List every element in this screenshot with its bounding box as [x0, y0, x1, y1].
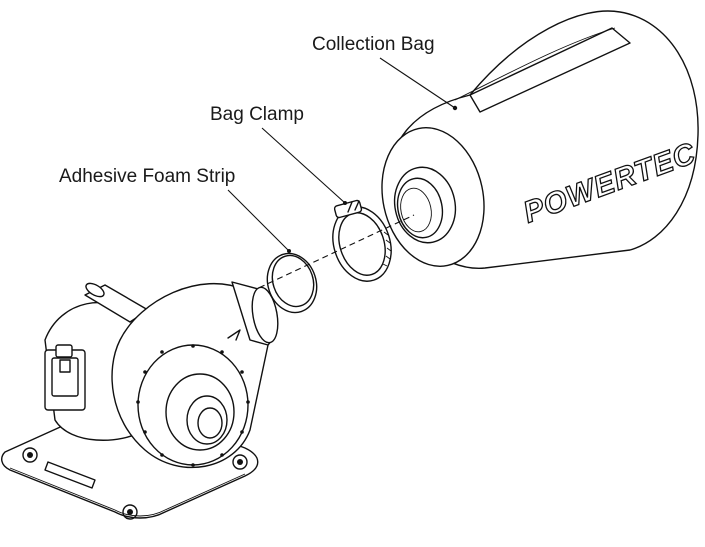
bag-clamp	[332, 199, 392, 282]
label-adhesive-foam-strip: Adhesive Foam Strip	[59, 166, 235, 187]
blower-motor-assembly	[1, 281, 279, 520]
label-collection-bag: Collection Bag	[312, 34, 435, 55]
collection-bag: POWERTEC	[381, 10, 701, 269]
adhesive-foam-strip	[266, 249, 318, 314]
label-bag-clamp: Bag Clamp	[210, 104, 304, 125]
